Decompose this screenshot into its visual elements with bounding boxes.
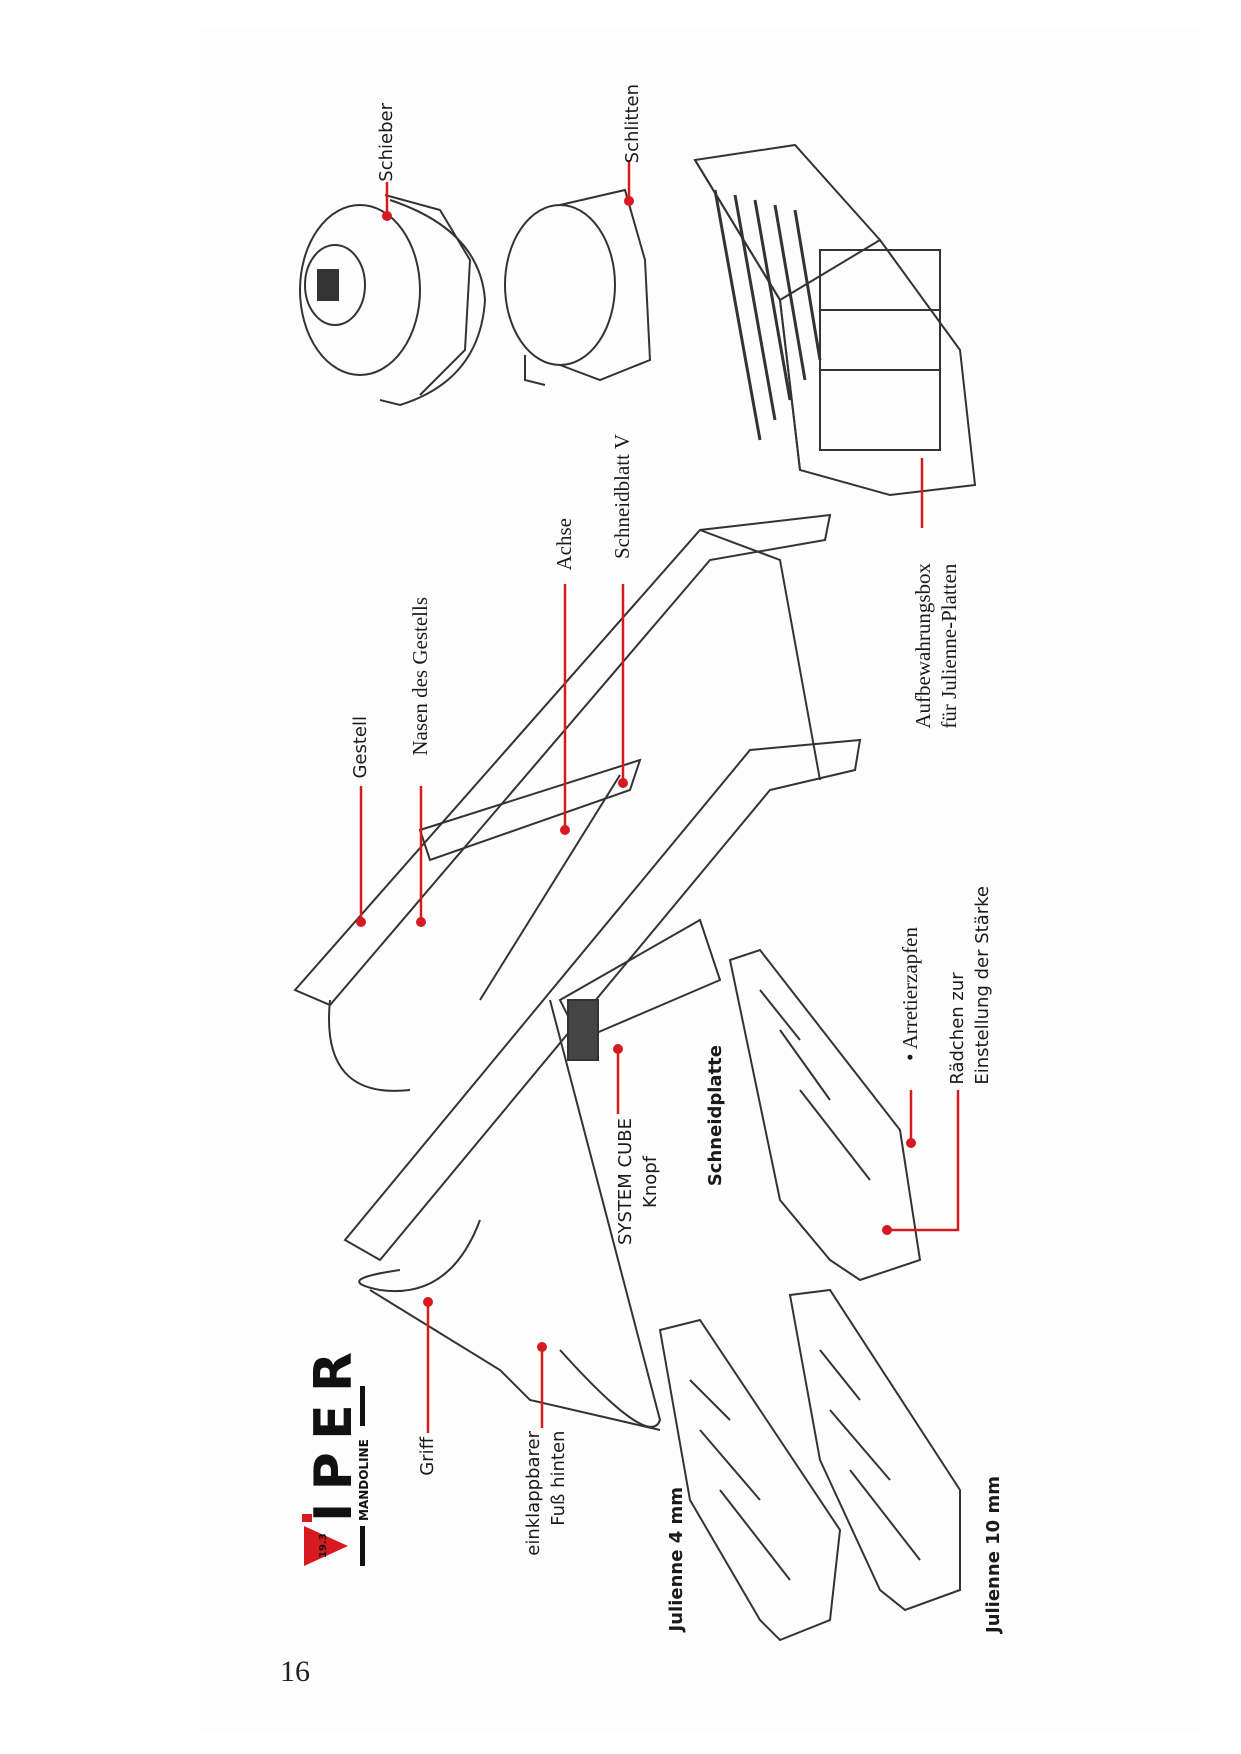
callout-lines	[359, 160, 960, 1433]
pusher-drawing	[299, 194, 487, 407]
label-schlitten: Schlitten	[622, 84, 643, 164]
label-schneidplatte: Schneidplatte	[705, 1045, 726, 1187]
viper-mandoline-logo: 19.3 IPER MANDOLINE	[302, 1352, 371, 1566]
label-arretierzapfen: • Arretierzapfen	[898, 927, 922, 1061]
carriage-drawing	[504, 188, 652, 386]
callout-dots	[356, 196, 916, 1352]
label-julienne-10mm: Julienne 10 mm	[983, 1476, 1004, 1633]
label-achse: Achse	[552, 518, 576, 571]
svg-text:19.3: 19.3	[318, 1533, 329, 1558]
julienne-4mm-drawing	[658, 1318, 842, 1642]
page-background	[200, 30, 1200, 1730]
svg-text:IPER: IPER	[304, 1352, 364, 1522]
label-julienne-4mm: Julienne 4 mm	[666, 1487, 687, 1632]
label-griff: Griff	[417, 1437, 438, 1476]
cutting-plate-drawing	[728, 948, 922, 1282]
julienne-10mm-drawing	[788, 1288, 961, 1612]
label-gestell: Gestell	[350, 716, 371, 779]
label-schneidblatt: Schneidblatt V	[610, 434, 634, 560]
page-number: 16	[280, 1655, 310, 1688]
svg-text:MANDOLINE: MANDOLINE	[357, 1439, 371, 1521]
label-schieber: Schieber	[376, 103, 397, 182]
mandoline-frame-drawing	[293, 513, 862, 1431]
storage-box-drawing	[693, 143, 977, 497]
label-nasen: Nasen des Gestells	[408, 597, 432, 756]
